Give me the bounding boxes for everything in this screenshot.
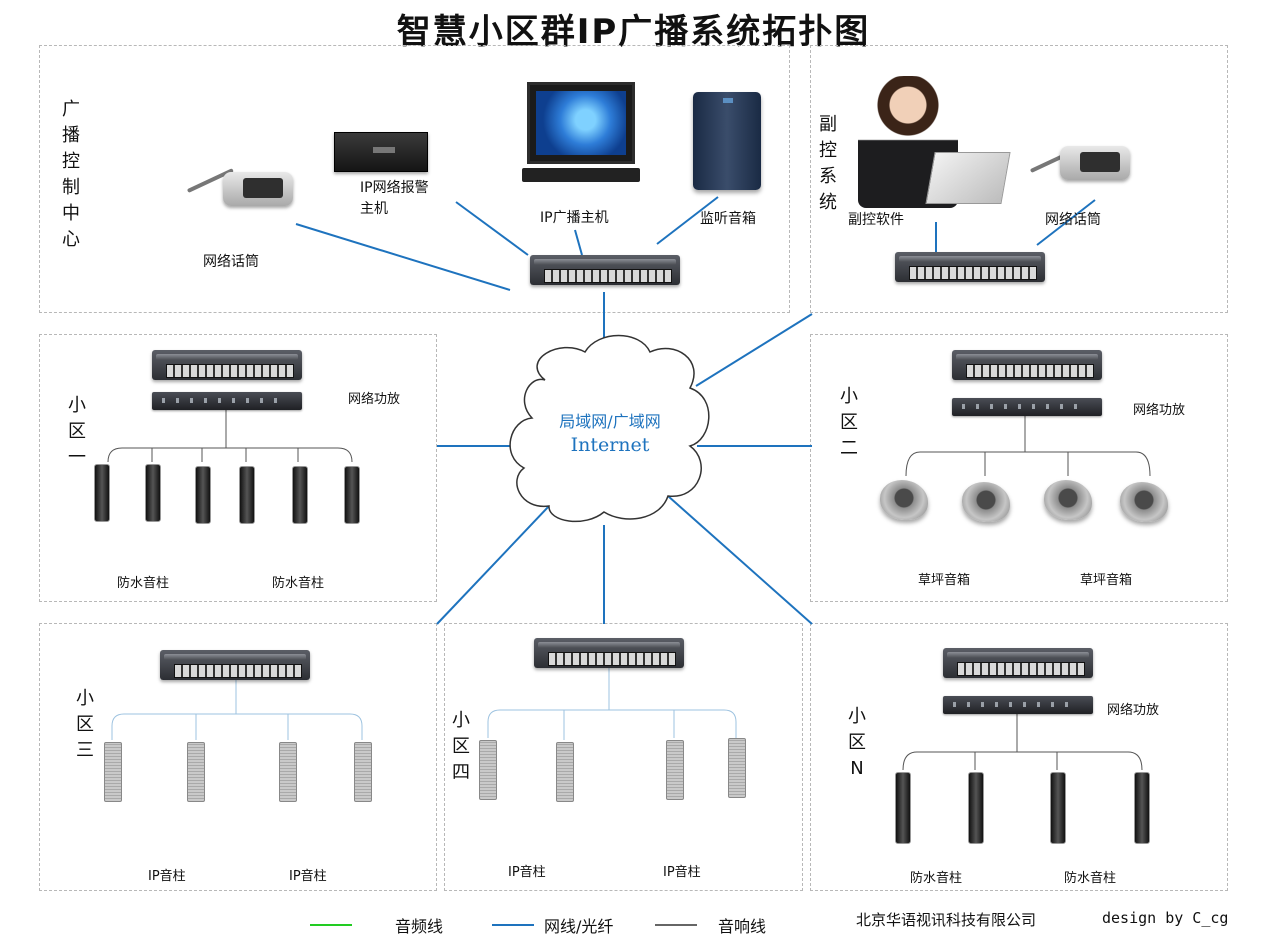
alarm-host-icon xyxy=(334,132,428,172)
zone-2-lawn-speaker-4-icon xyxy=(1120,482,1168,522)
zone-2-amp-label: 网络功放 xyxy=(1133,403,1186,418)
zone-4-speaker-left-label: IP音柱 xyxy=(508,865,546,880)
zone-1-switch-icon xyxy=(152,350,302,380)
zone-2-switch-icon xyxy=(952,350,1102,380)
zone-3-ip-speaker-1-icon xyxy=(104,742,122,802)
ip-host-label: IP广播主机 xyxy=(540,210,609,226)
zone-1-speaker-4-icon xyxy=(239,466,255,524)
laptop-icon xyxy=(925,152,1011,204)
zone-n-switch-icon xyxy=(943,648,1093,678)
zone-4-ip-speaker-2-icon xyxy=(556,742,574,802)
zone-n-speaker-left-label: 防水音柱 xyxy=(910,871,963,886)
legend-audio-label: 音频线 xyxy=(395,917,444,936)
cloud-label: 局域网/广域网 Internet xyxy=(530,408,690,456)
zone-2-lawn-speaker-2-icon xyxy=(962,482,1010,522)
zone-n-amplifier-icon xyxy=(943,696,1093,714)
zone-4-switch-icon xyxy=(534,638,684,668)
cloud-shape xyxy=(509,334,710,523)
speaker-wires xyxy=(107,410,1151,771)
sub-control-mic-label: 网络话筒 xyxy=(1045,212,1101,228)
zone-3-speaker-right-label: IP音柱 xyxy=(289,869,327,884)
sub-control-label: 副控系统 xyxy=(819,114,837,213)
zone-n-speaker-3-icon xyxy=(1050,772,1066,844)
zone-4-ip-speaker-3-icon xyxy=(666,740,684,800)
cloud-line-1: 局域网/广域网 xyxy=(559,412,661,431)
panel-zone-n xyxy=(810,623,1228,891)
cloud-line-2: Internet xyxy=(570,434,650,456)
control-center-label: 广播控制中心 xyxy=(62,99,80,250)
monitor-speaker-icon xyxy=(693,92,761,190)
sub-control-switch-icon xyxy=(895,252,1045,282)
legend-speaker-label: 音响线 xyxy=(718,917,767,936)
zone-3-ip-speaker-2-icon xyxy=(187,742,205,802)
zone-4-speaker-right-label: IP音柱 xyxy=(663,865,701,880)
control-switch-icon xyxy=(530,255,680,285)
zone-1-amplifier-icon xyxy=(152,392,302,410)
zone-n-label: 小区N xyxy=(848,706,866,779)
zone-3-label: 小区三 xyxy=(76,688,94,761)
zone-1-speaker-5-icon xyxy=(292,466,308,524)
zone-4-ip-speaker-1-icon xyxy=(479,740,497,800)
zone-1-speaker-3-icon xyxy=(195,466,211,524)
zone-1-label: 小区一 xyxy=(68,395,86,468)
sub-control-software-label: 副控软件 xyxy=(848,212,904,228)
control-mic-label: 网络话筒 xyxy=(203,254,259,270)
network-links xyxy=(295,196,1096,625)
zone-2-amplifier-icon xyxy=(952,398,1102,416)
zone-2-lawn-speaker-3-icon xyxy=(1044,480,1092,520)
zone-2-lawn-speaker-1-icon xyxy=(880,480,928,520)
zone-2-speaker-right-label: 草坪音箱 xyxy=(1080,573,1133,588)
zone-4-ip-speaker-4-icon xyxy=(728,738,746,798)
zone-1-speaker-6-icon xyxy=(344,466,360,524)
zone-n-speaker-right-label: 防水音柱 xyxy=(1064,871,1117,886)
panel-control-center xyxy=(39,45,790,313)
panel-sub-control xyxy=(810,45,1228,313)
zone-2-speaker-left-label: 草坪音箱 xyxy=(918,573,971,588)
panel-zone-4 xyxy=(444,623,803,891)
zone-3-ip-speaker-3-icon xyxy=(279,742,297,802)
panel-zone-1 xyxy=(39,334,437,602)
zone-4-label: 小区四 xyxy=(452,710,470,783)
zone-1-speaker-right-label: 防水音柱 xyxy=(272,576,325,591)
zone-1-speaker-1-icon xyxy=(94,464,110,522)
zone-1-speaker-left-label: 防水音柱 xyxy=(117,576,170,591)
legend-network-label: 网线/光纤 xyxy=(544,917,614,936)
panel-zone-3 xyxy=(39,623,437,891)
zone-3-ip-speaker-4-icon xyxy=(354,742,372,802)
zone-n-amp-label: 网络功放 xyxy=(1107,703,1160,718)
alarm-host-label: IP网络报警主机 xyxy=(360,180,429,217)
ip-host-computer-icon xyxy=(522,82,640,182)
zone-n-speaker-1-icon xyxy=(895,772,911,844)
panel-zone-2 xyxy=(810,334,1228,602)
zone-2-label: 小区二 xyxy=(840,386,858,459)
company-name: 北京华语视讯科技有限公司 xyxy=(856,911,1037,929)
zone-n-speaker-4-icon xyxy=(1134,772,1150,844)
zone-3-switch-icon xyxy=(160,650,310,680)
ip-wires xyxy=(111,668,737,740)
zone-3-speaker-left-label: IP音柱 xyxy=(148,869,186,884)
zone-1-speaker-2-icon xyxy=(145,464,161,522)
zone-1-amp-label: 网络功放 xyxy=(348,392,401,407)
design-credit: design by C_cg xyxy=(1102,909,1229,927)
monitor-speaker-label: 监听音箱 xyxy=(700,211,756,227)
zone-n-speaker-2-icon xyxy=(968,772,984,844)
